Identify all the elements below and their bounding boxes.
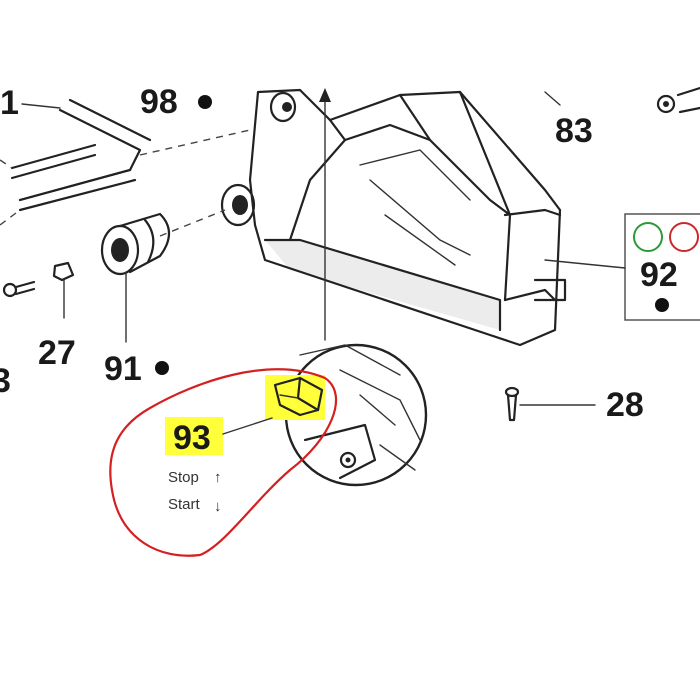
part-1-hex-key [0, 98, 152, 226]
main-bracket-housing [220, 88, 567, 347]
label-83: 83 [555, 112, 593, 150]
bullet-92 [655, 298, 669, 312]
label-93-highlight [165, 417, 223, 455]
part-27-nut [52, 261, 75, 319]
o-ring-green-icon [633, 222, 663, 252]
red-annotation-outline [109, 368, 338, 557]
start-down-arrow-icon: ↓ [214, 498, 222, 515]
label-93: 93 [173, 419, 211, 457]
label-1: 1 [0, 84, 19, 122]
label-92: 92 [640, 256, 678, 294]
label-98: 98 [140, 83, 178, 121]
label-91: 91 [104, 350, 142, 388]
leader-83 [544, 91, 561, 106]
stop-label: Stop [168, 469, 199, 486]
part-left-screw-partial [2, 280, 36, 298]
label-27: 27 [38, 334, 76, 372]
bullet-91 [155, 361, 169, 375]
part-28-screw [504, 386, 596, 422]
bullet-98 [198, 95, 212, 109]
detail-circle [265, 343, 428, 487]
o-ring-red-icon [669, 222, 699, 252]
detail-pointer-arrowhead [319, 88, 331, 102]
start-label: Start [168, 496, 201, 513]
leader-1 [21, 103, 61, 109]
part-91-bushing [100, 209, 226, 343]
part-top-right-partial [656, 86, 700, 114]
stop-up-arrow-icon: ↑ [214, 469, 222, 486]
label-28: 28 [606, 386, 644, 424]
leader-92 [544, 259, 626, 269]
part-92-box [624, 213, 700, 321]
label-3: 3 [0, 362, 11, 400]
leader-93 [222, 417, 273, 435]
